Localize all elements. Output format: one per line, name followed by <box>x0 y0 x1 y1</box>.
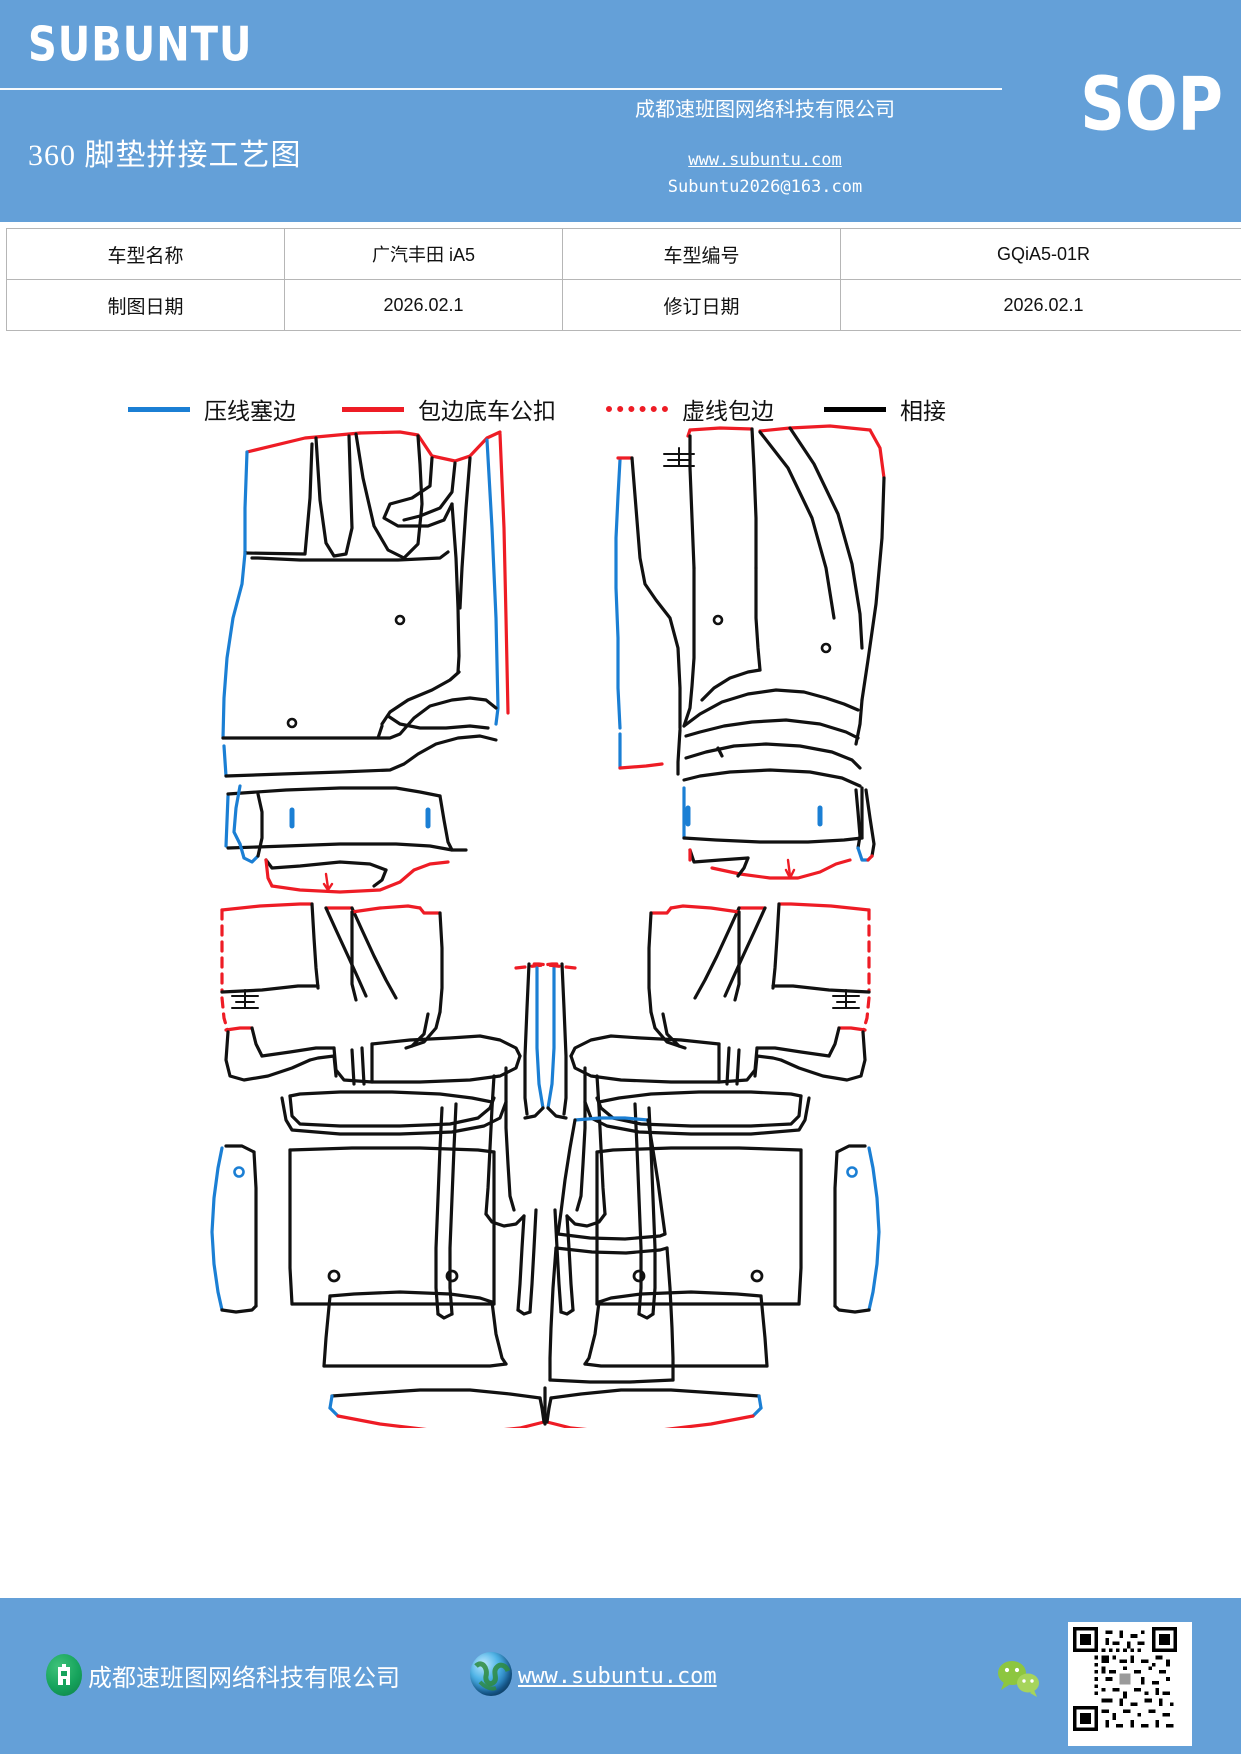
value-vehicle-name: 广汽丰田 iA5 <box>284 228 563 280</box>
vehicle-info-table: 车型名称 广汽丰田 iA5 车型编号 GQiA5-01R 制图日期 2026.0… <box>6 228 1241 331</box>
legend-line-red-icon <box>342 406 404 412</box>
legend-label-seam: 压线塞边 <box>204 399 296 424</box>
mat-centre-tunnel <box>548 1116 675 1384</box>
mat-bottom-strips <box>322 1290 769 1428</box>
footer-website-link[interactable]: www.subuntu.com <box>518 1664 717 1689</box>
document-footer: 成都速班图网络科技有限公司 www.subuntu.com <box>0 1598 1241 1754</box>
floor-mat-technical-drawing <box>0 408 1241 1428</box>
table-row: 制图日期 2026.02.1 修订日期 2026.02.1 <box>6 279 1241 331</box>
wechat-icon <box>995 1658 1043 1698</box>
legend-item-binding: 包边底车公扣 <box>342 392 556 426</box>
header-email[interactable]: Subuntu2026@163.com <box>667 177 863 197</box>
legend-item-seam: 压线塞边 <box>128 392 296 426</box>
legend-line-red-dotted-icon <box>606 406 668 412</box>
legend-item-dashed-binding: 虚线包边 <box>606 392 774 426</box>
legend-line-blue-icon <box>128 406 190 412</box>
label-vehicle-code: 车型编号 <box>562 228 841 280</box>
value-draw-date: 2026.02.1 <box>284 279 563 331</box>
qr-code <box>1068 1622 1192 1746</box>
header-company-name: 成都速班图网络科技有限公司 <box>635 99 895 121</box>
globe-glyph <box>474 1661 511 1691</box>
building-glyph <box>58 1664 70 1685</box>
mat-front-left <box>221 430 510 894</box>
legend-label-binding: 包边底车公扣 <box>418 399 556 424</box>
table-row: 车型名称 广汽丰田 iA5 车型编号 GQiA5-01R <box>6 228 1241 280</box>
mat-front-right <box>614 424 886 880</box>
qr-code-glyph <box>1073 1627 1177 1731</box>
mat-rear-left <box>210 902 568 1320</box>
globe-icon <box>470 1652 512 1696</box>
annotation-marks <box>231 447 860 1009</box>
mat-rear-right <box>523 902 881 1320</box>
annotation-mark-right <box>832 989 860 1009</box>
legend-line-black-icon <box>824 406 886 412</box>
legend-item-joint: 相接 <box>824 392 946 426</box>
header-website-link[interactable]: www.subuntu.com <box>688 150 842 170</box>
value-vehicle-code: GQiA5-01R <box>840 228 1241 280</box>
wechat-glyph <box>998 1661 1039 1697</box>
document-header: SUBUNTU 360 脚垫拼接工艺图 成都速班图网络科技有限公司 SOP ww… <box>0 0 1241 222</box>
brand-logo: SUBUNTU <box>28 18 253 73</box>
legend-label-dashed-binding: 虚线包边 <box>682 399 774 424</box>
annotation-mark-left <box>231 989 259 1009</box>
legend: 压线塞边 包边底车公扣 虚线包边 相接 <box>0 388 1241 430</box>
legend-label-joint: 相接 <box>900 399 946 424</box>
header-divider <box>0 88 1002 90</box>
label-draw-date: 制图日期 <box>6 279 285 331</box>
annotation-mark-top <box>663 447 695 467</box>
footer-company-name: 成都速班图网络科技有限公司 <box>88 1666 400 1692</box>
label-revision-date: 修订日期 <box>562 279 841 331</box>
page-title: 360 脚垫拼接工艺图 <box>28 139 302 172</box>
company-building-icon <box>46 1654 82 1696</box>
label-vehicle-name: 车型名称 <box>6 228 285 280</box>
value-revision-date: 2026.02.1 <box>840 279 1241 331</box>
sop-badge: SOP <box>1080 60 1223 148</box>
